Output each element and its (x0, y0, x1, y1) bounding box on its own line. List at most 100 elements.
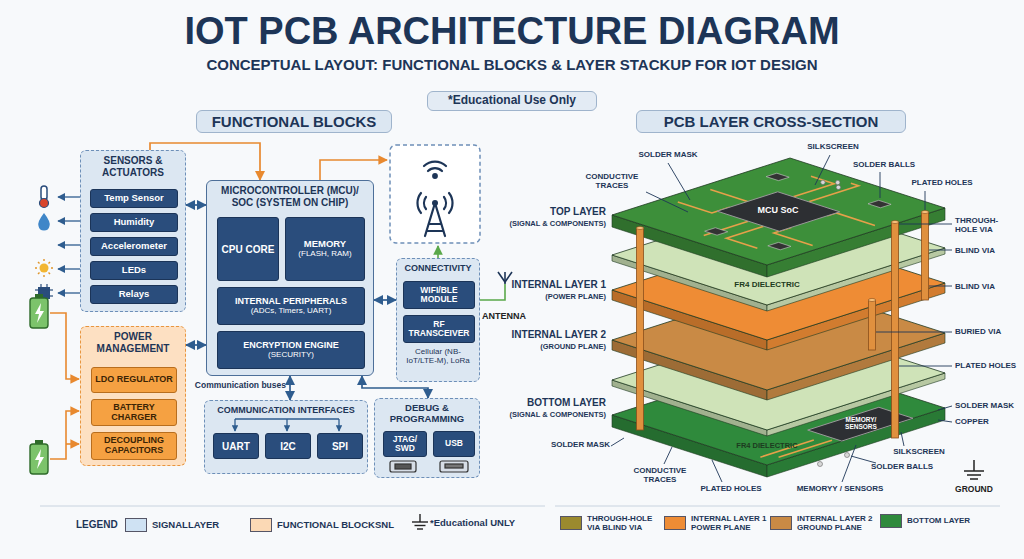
wireless-icon-box (427, 230, 443, 232)
chip-label: MCU SoC (753, 205, 803, 215)
leader-line (646, 192, 688, 212)
block-box: CPU CORE (217, 217, 279, 281)
legend-swatch (770, 516, 792, 530)
layer-callout: SOLDER MASK (632, 150, 704, 159)
block-box: RF TRANSCEIVER (403, 315, 475, 343)
block-title: CONNECTIVITY (400, 263, 476, 273)
ground-symbol (964, 460, 984, 479)
connector (186, 204, 206, 206)
group-box: POWER MANAGEMENT LDO REGULATOR BATTERY CHA… (80, 326, 186, 466)
block-title: Relays (119, 289, 150, 299)
solder-ball (818, 180, 850, 466)
block-title: I2C (280, 441, 296, 452)
sensor-icons (41, 186, 47, 200)
block-title: INTERNAL PERIPHERALS (235, 297, 347, 307)
block-box: BATTERY CHARGER (91, 399, 177, 426)
block-note: (ADCs, Timers, UART) (251, 307, 332, 316)
block-title: MICROCONTROLLER (MCU)/ SOC (SYSTEM ON CH… (210, 185, 370, 208)
copper-traces (827, 213, 875, 226)
note-badge: *Educational Use Only (427, 91, 597, 111)
legend-text: BOTTOM LAYER (907, 516, 970, 525)
block-box: WIFI/BLE MODULE (403, 281, 475, 309)
block-box: I2C (265, 433, 311, 459)
legend-frame (555, 506, 1000, 507)
layer-callout: SILKSCREEN (800, 142, 866, 151)
block-title: LEDs (122, 265, 146, 275)
battery-icons (35, 449, 44, 469)
legend-swatch (125, 518, 147, 532)
antenna-symbol (498, 272, 512, 282)
wireless-icon-box (424, 197, 426, 209)
chip (717, 192, 840, 231)
layer-role: (SIGNAL & COMPONENTS) (490, 220, 606, 229)
group-box: COMMUNICATION INTERFACESUARTI2CSPI (204, 400, 368, 474)
via (869, 300, 876, 350)
leader-line (815, 155, 830, 185)
sensor-arrows (58, 220, 80, 221)
legend-ground-symbol (417, 528, 423, 529)
wireless-icon-box (449, 193, 453, 213)
via-callout: BLIND VIA (955, 282, 1019, 291)
layer-callout: SOLDER BALLS (866, 462, 938, 471)
ground-symbol (964, 470, 984, 472)
leader-line (925, 191, 926, 210)
block-title: CPU CORE (222, 244, 275, 255)
block-box: Accelerometer (90, 237, 178, 256)
block-title: Accelerometer (101, 241, 167, 251)
connector (374, 299, 396, 301)
smd-part (705, 228, 728, 235)
layer-name: BOTTOM LAYER (490, 397, 606, 409)
wireless-icon-box (390, 145, 480, 243)
block-title: POWER MANAGEMENT (84, 331, 182, 354)
legend-item: BOTTOM LAYER (880, 514, 980, 528)
wireless-icon-box (417, 162, 452, 236)
via (869, 298, 876, 301)
block-title: RF TRANSCEIVER (407, 320, 471, 339)
leader-line (880, 172, 881, 198)
block-box: USB (433, 431, 475, 457)
sensor-icons (35, 259, 53, 277)
power-wires (66, 443, 79, 445)
power-wires (50, 411, 79, 459)
legend-text: INTERNAL LAYER 1 POWER PLANE (691, 514, 768, 532)
block-title: Humidity (114, 217, 155, 227)
copper-traces (809, 183, 859, 201)
layer-callout: CONDUCTIVE TRACES (580, 172, 644, 190)
layer-role: (SIGNAL & COMPONENTS) (490, 411, 606, 420)
wireless-icon-box (444, 197, 446, 209)
sensor-icons (51, 267, 53, 268)
wireless-icon-box (428, 168, 442, 171)
sensor-icons (35, 186, 53, 302)
chip (717, 192, 913, 441)
block-title: LDO REGULATOR (95, 375, 173, 385)
diagram-title: IOT PCB ARCHITECTURE DIAGRAM (0, 10, 1024, 53)
leader-line (938, 406, 952, 410)
legend-swatch (664, 516, 686, 530)
block-box: ENCRYPTION ENGINE(SECURITY) (217, 331, 365, 369)
dielectric-label: FR4 DIELECTRIC (731, 442, 803, 451)
sensor-icons (49, 273, 51, 275)
legend-frame (40, 506, 1000, 507)
via (892, 222, 899, 438)
layer-callout: SILKSCREEN (888, 447, 950, 456)
ground-symbol (970, 478, 978, 480)
sensor-arrows (58, 292, 80, 293)
section-heading: FUNCTIONAL BLOCKS (196, 110, 392, 133)
battery-icons (30, 298, 48, 328)
via-callout: THROUGH-HOLE VIA (955, 216, 1019, 234)
leader-line (899, 224, 952, 225)
sensor-icons (43, 275, 44, 277)
copper-traces (793, 176, 834, 197)
legend-frame (40, 506, 545, 507)
legend-item: THROUGH-HOLE VIA BLIND VIA (560, 514, 660, 532)
group-box: SENSORS & ACTUATORSTemp SensorHumidityAc… (80, 150, 186, 312)
block-note: (FLASH, RAM) (298, 250, 351, 259)
sensor-icons (49, 262, 51, 264)
sensor-arrows (58, 196, 80, 197)
leader-line (929, 286, 952, 287)
layer-callout: CONDUCTIVE TRACES (628, 466, 692, 484)
layer-callout: COPPER (955, 417, 1019, 426)
radio-wires (320, 160, 387, 180)
block-note: Cellular (NB-IoT/LTE-M), LoRa (400, 347, 476, 365)
